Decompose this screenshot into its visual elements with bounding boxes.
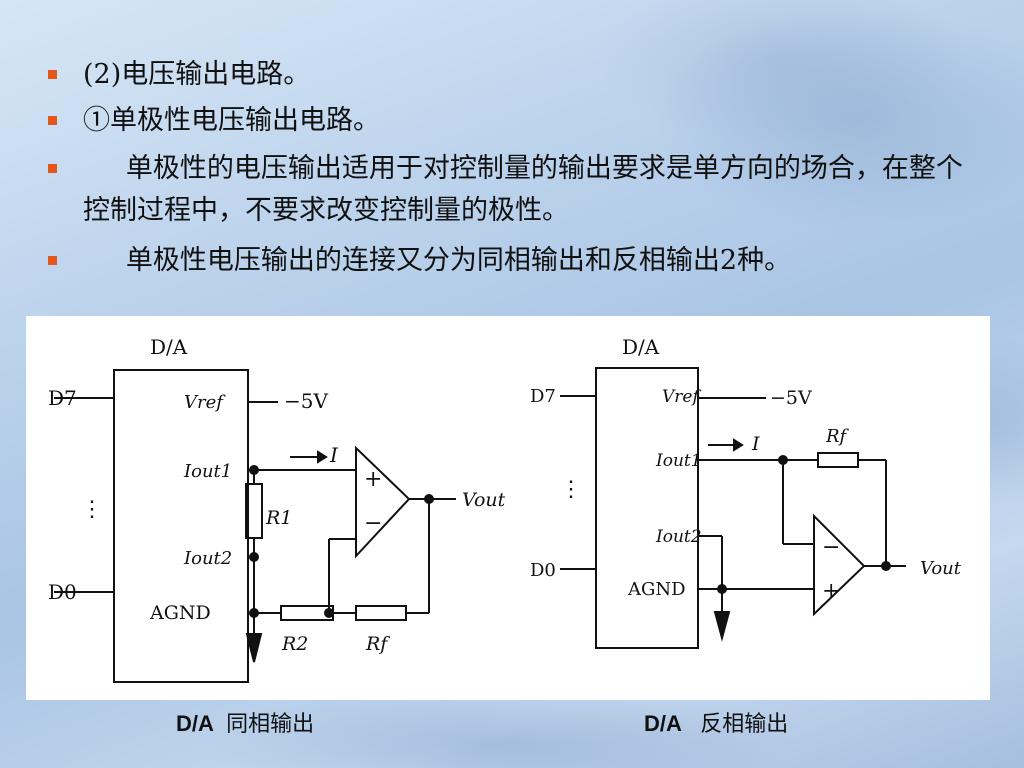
bullet-text: ①单极性电压输出电路。 xyxy=(83,105,380,136)
current-arrow-head-left xyxy=(317,450,328,464)
node-dot xyxy=(717,584,727,594)
iout2-label-right: Iout2 xyxy=(655,527,702,547)
minus-input-label-left: − xyxy=(364,511,382,536)
r1-label: R1 xyxy=(265,507,292,529)
bullet-item: ①单极性电压输出电路。 xyxy=(48,100,978,142)
chip-title-left: D/A xyxy=(150,335,188,359)
dac-chip-left xyxy=(113,369,249,683)
bullet-marker xyxy=(48,70,57,79)
d0-label-left: D0 xyxy=(48,580,77,604)
caption-prefix: D/A xyxy=(176,711,214,736)
node-dot xyxy=(249,552,259,562)
vout-label-left: Vout xyxy=(462,489,506,511)
caption-text: 反相输出 xyxy=(700,711,789,736)
bullet-item: 单极性的电压输出适用于对控制量的输出要求是单方向的场合，在整个控制过程中，不要求… xyxy=(48,148,978,232)
rf-resistor-left xyxy=(355,605,407,621)
plus-input-label-left: + xyxy=(364,467,382,492)
node-dot xyxy=(424,494,434,504)
current-label-right: I xyxy=(751,433,760,455)
chip-title-right: D/A xyxy=(622,335,660,359)
opamp-left xyxy=(355,445,411,559)
ground-symbol-left xyxy=(245,633,263,663)
bullet-marker xyxy=(48,164,57,173)
noninverting-circuit xyxy=(54,369,456,683)
bullet-item: (2)电压输出电路。 xyxy=(48,54,978,96)
ref-voltage-label-left: −5V xyxy=(284,389,328,413)
circuit-diagrams-svg: D/A D7 ⋮ D0 Vref −5V Iout1 Iout2 AGND I … xyxy=(48,335,962,683)
node-dot xyxy=(881,561,891,571)
inverting-circuit xyxy=(560,367,906,649)
bullet-text: 单极性的电压输出适用于对控制量的输出要求是单方向的场合，在整个控制过程中，不要求… xyxy=(83,153,963,226)
caption-text: 同相输出 xyxy=(226,711,315,736)
vref-label-right: Vref xyxy=(662,387,701,407)
plus-input-label-right: + xyxy=(822,579,840,604)
bullet-text: 单极性电压输出的连接又分为同相输出和反相输出2种。 xyxy=(83,245,792,276)
d7-label-left: D7 xyxy=(48,386,77,410)
dac-chip-right xyxy=(595,367,699,649)
vref-label-left: Vref xyxy=(184,392,226,413)
caption-prefix: D/A xyxy=(644,711,682,736)
node-dot xyxy=(249,465,259,475)
noninverting-labels: D/A D7 ⋮ D0 Vref −5V Iout1 Iout2 AGND I … xyxy=(48,335,506,655)
r2-label: R2 xyxy=(281,633,308,655)
caption-inverting: D/A 反相输出 xyxy=(644,706,788,738)
current-arrow-head-right xyxy=(733,438,744,452)
rf-resistor-right xyxy=(817,452,859,468)
iout2-label-left: Iout2 xyxy=(183,548,232,569)
rf-label-left: Rf xyxy=(365,633,390,655)
ref-voltage-label-right: −5V xyxy=(770,387,812,409)
iout1-label-left: Iout1 xyxy=(183,461,232,482)
agnd-label-left: AGND xyxy=(149,602,211,624)
bullet-text: (2)电压输出电路。 xyxy=(83,59,311,90)
bullet-marker xyxy=(48,256,57,265)
caption-noninverting: D/A 同相输出 xyxy=(176,706,314,738)
ellipsis-label-right: ⋮ xyxy=(560,477,582,502)
iout1-label-right: Iout1 xyxy=(655,451,702,471)
node-dot xyxy=(778,455,788,465)
d7-label-right: D7 xyxy=(530,386,556,407)
vout-label-right: Vout xyxy=(920,558,962,579)
opamp-right xyxy=(813,513,866,617)
inverting-labels: D/A D7 ⋮ D0 Vref −5V Iout1 Iout2 AGND I … xyxy=(530,335,962,604)
node-dot xyxy=(249,608,259,618)
agnd-label-right: AGND xyxy=(627,579,686,600)
circuit-figure: D/A D7 ⋮ D0 Vref −5V Iout1 Iout2 AGND I … xyxy=(26,316,990,700)
rf-label-right: Rf xyxy=(825,426,850,447)
node-dot xyxy=(324,608,334,618)
d0-label-right: D0 xyxy=(530,560,556,581)
ground-symbol-right xyxy=(713,611,731,642)
minus-input-label-right: − xyxy=(822,535,840,560)
current-label-left: I xyxy=(329,443,339,467)
bullet-item: 单极性电压输出的连接又分为同相输出和反相输出2种。 xyxy=(48,240,978,282)
bullet-marker xyxy=(48,116,57,125)
ellipsis-label-left: ⋮ xyxy=(81,497,103,522)
